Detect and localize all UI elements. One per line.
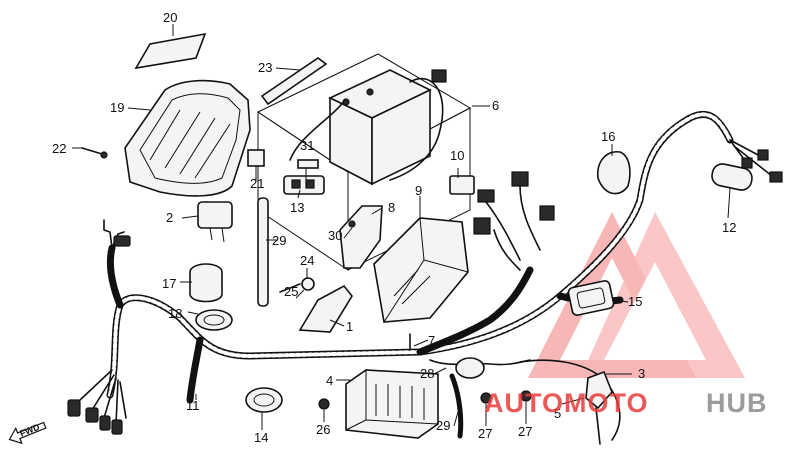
callout-20: 20 (163, 10, 177, 25)
watermark-primary: AUTOMOTO (484, 388, 649, 418)
callout-12: 12 (722, 220, 736, 235)
callout-21: 21 (250, 176, 264, 191)
callout-14: 14 (254, 430, 268, 445)
callout-25: 25 (284, 284, 298, 299)
tube-29 (449, 373, 464, 439)
fwd-arrow-icon (8, 421, 47, 445)
callout-24: 24 (300, 253, 314, 268)
callout-3: 3 (638, 366, 645, 381)
battery-assembly-6 (247, 53, 472, 271)
callout-28: 28 (420, 366, 434, 381)
callout-4: 4 (326, 373, 333, 388)
callout-16: 16 (601, 129, 615, 144)
control-unit-9 (373, 217, 469, 323)
callout-27-left: 27 (478, 426, 492, 441)
callout-6: 6 (492, 98, 499, 113)
parts-17-18 (189, 263, 233, 331)
callout-13: 13 (290, 200, 304, 215)
callout-11: 11 (186, 398, 200, 413)
meter-case-19 (81, 32, 251, 197)
connectors-10 (449, 171, 555, 271)
callout-23: 23 (258, 60, 272, 75)
regulator-4 (345, 369, 439, 439)
main-wire-harness (67, 110, 783, 435)
tube-30 (257, 197, 269, 307)
bolts (318, 390, 532, 410)
callout-17: 17 (162, 276, 176, 291)
callout-32: 31 (300, 138, 314, 153)
callout-26: 26 (316, 422, 330, 437)
callout-10: 10 (450, 148, 464, 163)
screw-22 (81, 147, 103, 155)
callout-22: 22 (52, 141, 66, 156)
taillight-16 (597, 151, 631, 195)
callout-9: 9 (415, 183, 422, 198)
callout-19: 19 (110, 100, 124, 115)
sleeve-12 (711, 163, 753, 191)
callout-18: 18 (168, 306, 182, 321)
callout-2: 2 (166, 210, 173, 225)
callout-31: 30 (328, 228, 342, 243)
coil-wire-3 (519, 359, 621, 445)
callout-numbers: 20 19 23 6 22 31 21 13 2 29 10 9 8 30 24… (52, 10, 736, 445)
callout-30: 29 (272, 233, 286, 248)
grommet-14 (245, 387, 283, 413)
fwd-label: FWD (18, 422, 41, 439)
callout-7: 7 (428, 333, 435, 348)
callout-1: 1 (346, 319, 353, 334)
bracket-parts (279, 205, 383, 333)
watermark-secondary: HUB (706, 388, 768, 418)
watermark-text: AUTOMOTO HUB (484, 388, 768, 418)
leader-lines (72, 24, 731, 430)
lens-strip-20 (134, 32, 207, 70)
callout-8: 8 (388, 200, 395, 215)
callout-29: 29 (436, 418, 450, 433)
fwd-direction-marker: FWD (8, 421, 47, 445)
relay-2 (197, 201, 233, 243)
cover-15 (567, 280, 615, 316)
callout-5: 5 (554, 406, 561, 421)
callout-27-right: 27 (518, 424, 532, 439)
callout-15: 15 (628, 294, 642, 309)
